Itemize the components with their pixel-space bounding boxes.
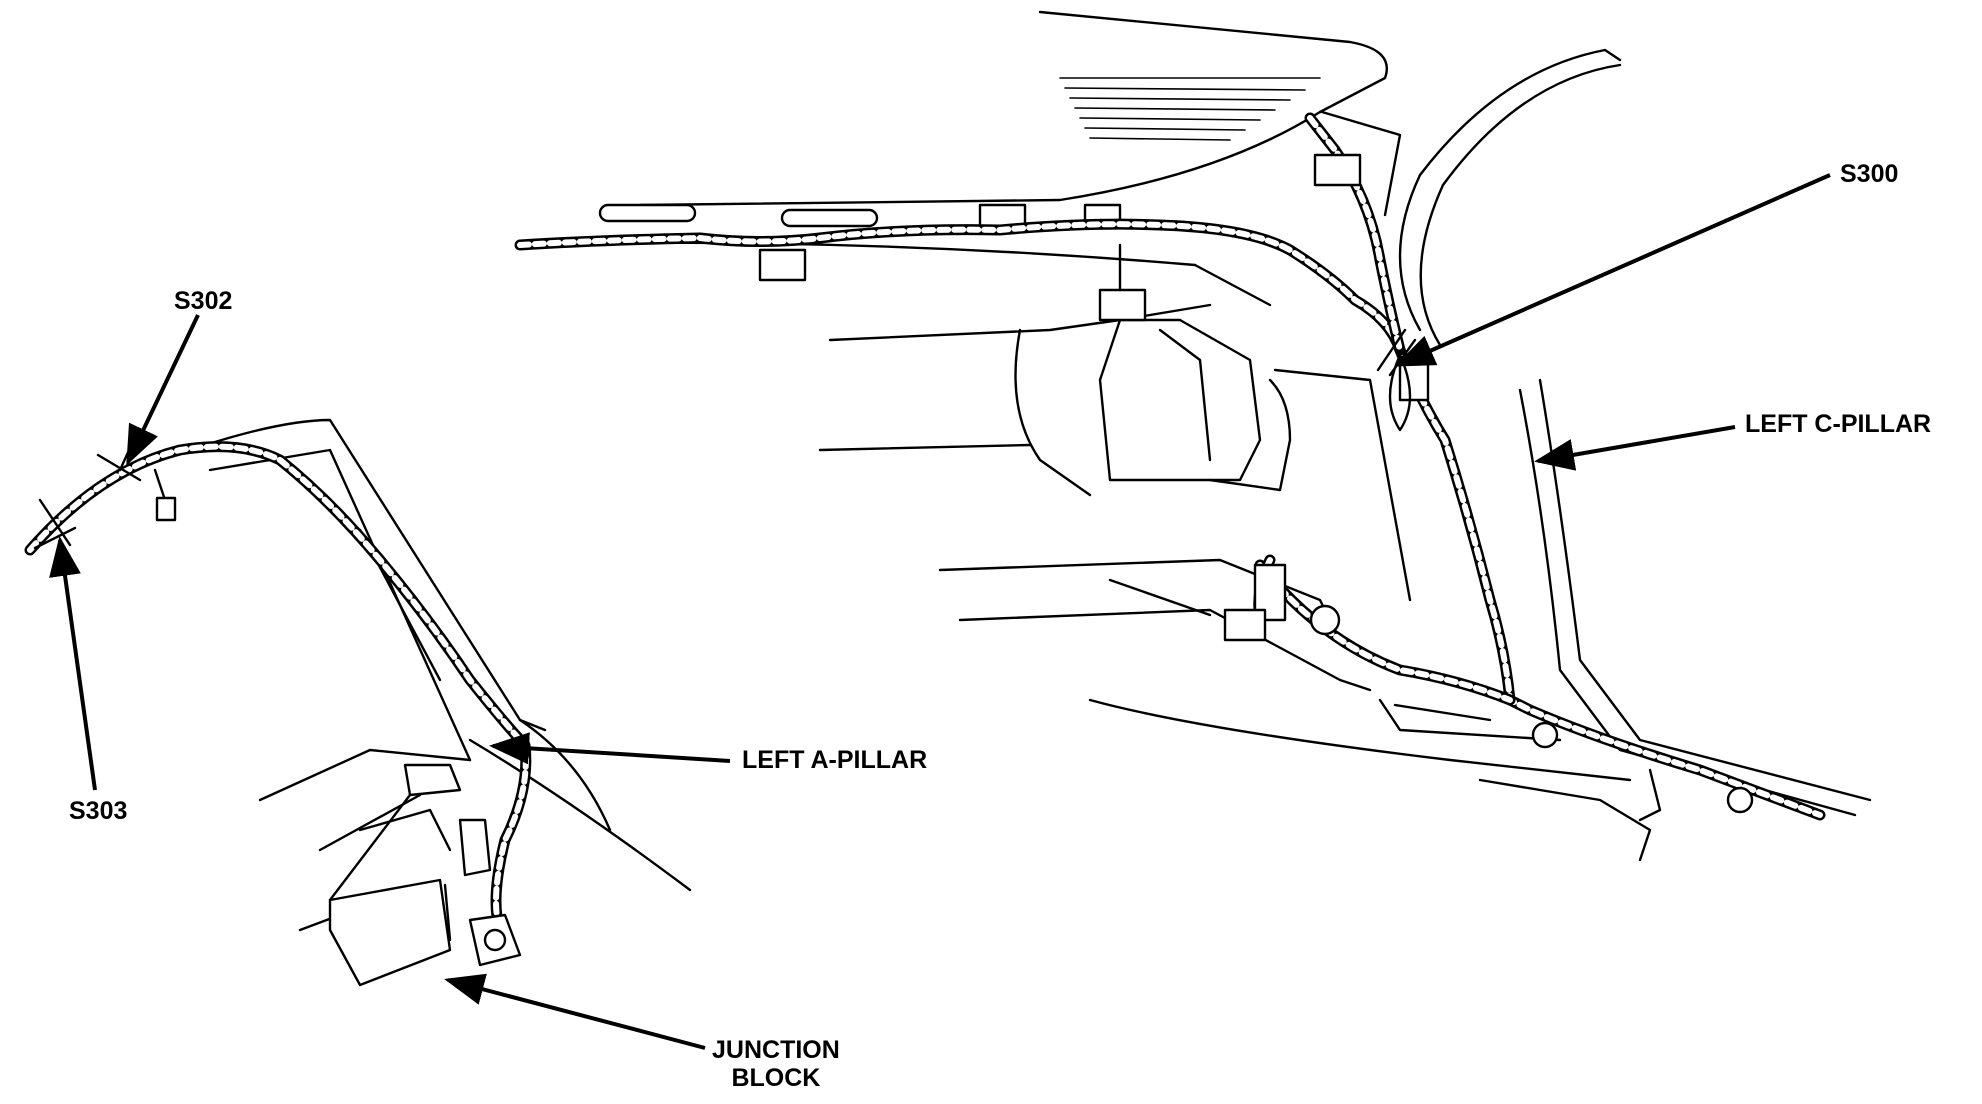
left-a-pillar-label: LEFT A-PILLAR [742, 746, 928, 774]
s300-label: S300 [1840, 160, 1899, 188]
front-body-structure [188, 418, 692, 987]
left-a-pillar-leader-arrow [489, 732, 731, 765]
front-wiring-harness [24, 441, 532, 967]
s300-leader-arrow [1394, 173, 1831, 367]
rear-wiring-harness [514, 112, 1826, 821]
junction-block-label-line1: JUNCTION [712, 1036, 840, 1064]
s303-leader-arrow [49, 536, 97, 791]
left-c-pillar-leader-arrow [1534, 425, 1736, 471]
junction-block-leader-arrow [444, 973, 706, 1050]
s302-leader-arrow [126, 314, 200, 466]
junction-block-label: JUNCTION BLOCK [712, 1036, 840, 1092]
junction-block-label-line2: BLOCK [731, 1064, 821, 1092]
s303-label: S303 [69, 797, 128, 825]
s302-label: S302 [174, 287, 233, 315]
left-c-pillar-label: LEFT C-PILLAR [1745, 410, 1932, 438]
